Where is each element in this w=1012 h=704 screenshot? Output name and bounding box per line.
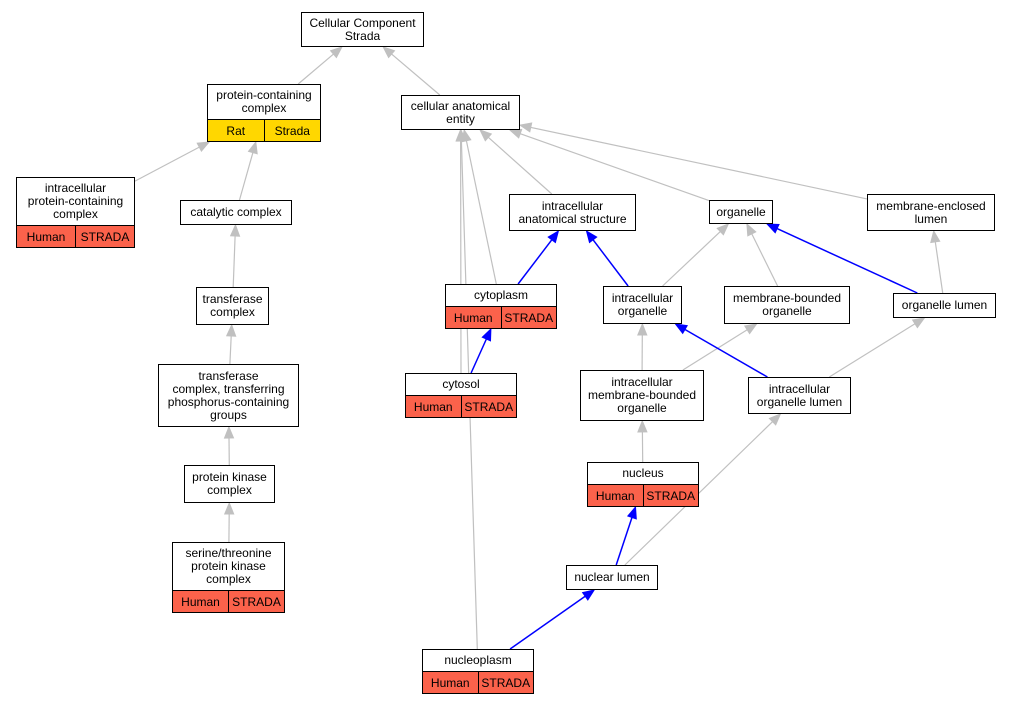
edge-organelle-to-cellular-anatomical-entity <box>508 128 710 202</box>
node-label: intracellular anatomical structure <box>518 198 627 226</box>
species-tag: Human <box>17 226 75 247</box>
edge-intracellular-organelle-to-intracellular-anatomical-structure <box>585 229 629 287</box>
edge-nucleoplasm-to-nuclear-lumen <box>509 589 596 650</box>
node-nuclear-lumen[interactable]: nuclear lumen <box>566 565 658 590</box>
node-membrane-enclosed-lumen[interactable]: membrane-enclosed lumen <box>867 194 995 231</box>
edge-membrane-bounded-organelle-to-organelle <box>746 222 779 287</box>
node-label: protein kinase complex <box>192 470 267 497</box>
node-organelle-lumen[interactable]: organelle lumen <box>893 293 996 318</box>
node-intracellular-protein-containing-complex[interactable]: intracellular protein-containing complex… <box>16 177 135 248</box>
node-label: membrane-bounded organelle <box>732 291 842 318</box>
edge-intracellular-organelle-to-organelle <box>662 223 730 287</box>
edge-organelle-lumen-to-membrane-enclosed-lumen <box>930 229 944 294</box>
edge-nucleus-to-intracellular-membrane-bounded-organelle <box>637 419 648 463</box>
node-cellular-anatomical-entity[interactable]: cellular anatomical entity <box>401 95 520 130</box>
node-label: transferase complex, transferring phosph… <box>167 368 290 422</box>
edge-intracellular-membrane-bounded-organelle-to-membrane-bounded-organelle <box>682 323 758 371</box>
edge-intracellular-organelle-lumen-to-organelle-lumen <box>828 317 926 378</box>
gene-tag: STRADA <box>460 396 516 417</box>
edge-cytosol-to-cytoplasm <box>470 327 492 374</box>
node-label: serine/threonine protein kinase complex <box>185 546 272 586</box>
node-intracellular-membrane-bounded-organelle[interactable]: intracellular membrane-bounded organelle <box>580 370 704 421</box>
species-tag: Rat <box>208 120 264 141</box>
node-intracellular-organelle-lumen[interactable]: intracellular organelle lumen <box>748 377 851 414</box>
species-tag: Human <box>446 307 501 328</box>
node-label: protein-containing complex <box>216 88 312 115</box>
node-protein-kinase-complex[interactable]: protein kinase complex <box>184 465 275 503</box>
node-label: cytosol <box>442 377 480 391</box>
node-label: organelle <box>716 204 766 219</box>
species-tag: Human <box>406 396 461 417</box>
gene-tag: STRADA <box>642 485 698 506</box>
edge-catalytic-complex-to-protein-containing-complex <box>238 140 258 201</box>
node-label: intracellular membrane-bounded organelle <box>587 375 697 415</box>
edge-transferase-complex-phosphorus-to-transferase-complex <box>225 323 237 365</box>
edge-intracellular-protein-containing-complex-to-protein-containing-complex <box>134 141 211 182</box>
gene-tag: STRADA <box>75 226 134 247</box>
edge-protein-kinase-complex-to-transferase-complex-phosphorus <box>223 425 235 466</box>
node-intracellular-organelle[interactable]: intracellular organelle <box>603 286 682 324</box>
edge-intracellular-membrane-bounded-organelle-to-intracellular-organelle <box>637 322 648 371</box>
species-tag: Human <box>423 672 478 693</box>
node-label: intracellular organelle lumen <box>756 381 843 409</box>
node-catalytic-complex[interactable]: catalytic complex <box>180 200 292 225</box>
gene-tag: STRADA <box>228 591 284 612</box>
node-label: cytoplasm <box>473 288 529 302</box>
node-label: nucleus <box>622 466 664 480</box>
node-label: cellular anatomical entity <box>410 98 511 126</box>
node-intracellular-anatomical-structure[interactable]: intracellular anatomical structure <box>509 194 636 231</box>
node-label: catalytic complex <box>190 205 282 219</box>
node-transferase-complex[interactable]: transferase complex <box>196 287 269 325</box>
node-root[interactable]: Cellular Component Strada <box>301 12 424 47</box>
species-tag: Human <box>173 591 228 612</box>
node-label: nucleoplasm <box>444 653 512 667</box>
node-label: Cellular Component Strada <box>309 15 416 43</box>
node-label: intracellular protein-containing complex <box>27 181 124 221</box>
edge-membrane-enclosed-lumen-to-cellular-anatomical-entity <box>518 122 868 200</box>
edge-cytoplasm-to-cellular-anatomical-entity <box>461 128 497 285</box>
edge-nuclear-lumen-to-nucleus <box>615 505 637 566</box>
gene-tag: Strada <box>263 120 320 141</box>
edge-cytosol-to-cellular-anatomical-entity <box>455 128 466 374</box>
edge-transferase-complex-to-catalytic-complex <box>229 223 241 288</box>
node-label: nuclear lumen <box>574 570 650 584</box>
node-label: organelle lumen <box>901 298 988 312</box>
edge-intracellular-anatomical-structure-to-cellular-anatomical-entity <box>479 129 553 195</box>
edge-organelle-lumen-to-organelle <box>765 223 918 294</box>
gene-tag: STRADA <box>477 672 533 693</box>
node-label: intracellular organelle <box>611 291 674 318</box>
edge-cellular-anatomical-entity-to-root <box>382 46 441 96</box>
edge-serine-threonine-protein-kinase-complex-to-protein-kinase-complex <box>223 501 235 543</box>
edge-intracellular-organelle-lumen-to-intracellular-organelle <box>674 323 768 378</box>
edge-cytoplasm-to-intracellular-anatomical-structure <box>517 229 560 285</box>
edge-protein-containing-complex-to-root <box>297 46 343 85</box>
node-transferase-complex-phosphorus[interactable]: transferase complex, transferring phosph… <box>158 364 299 427</box>
node-organelle[interactable]: organelle <box>709 200 773 224</box>
gene-tag: STRADA <box>500 307 556 328</box>
node-label: membrane-enclosed lumen <box>876 198 986 226</box>
node-label: transferase complex <box>202 292 263 319</box>
species-tag: Human <box>588 485 643 506</box>
node-membrane-bounded-organelle[interactable]: membrane-bounded organelle <box>724 286 850 324</box>
